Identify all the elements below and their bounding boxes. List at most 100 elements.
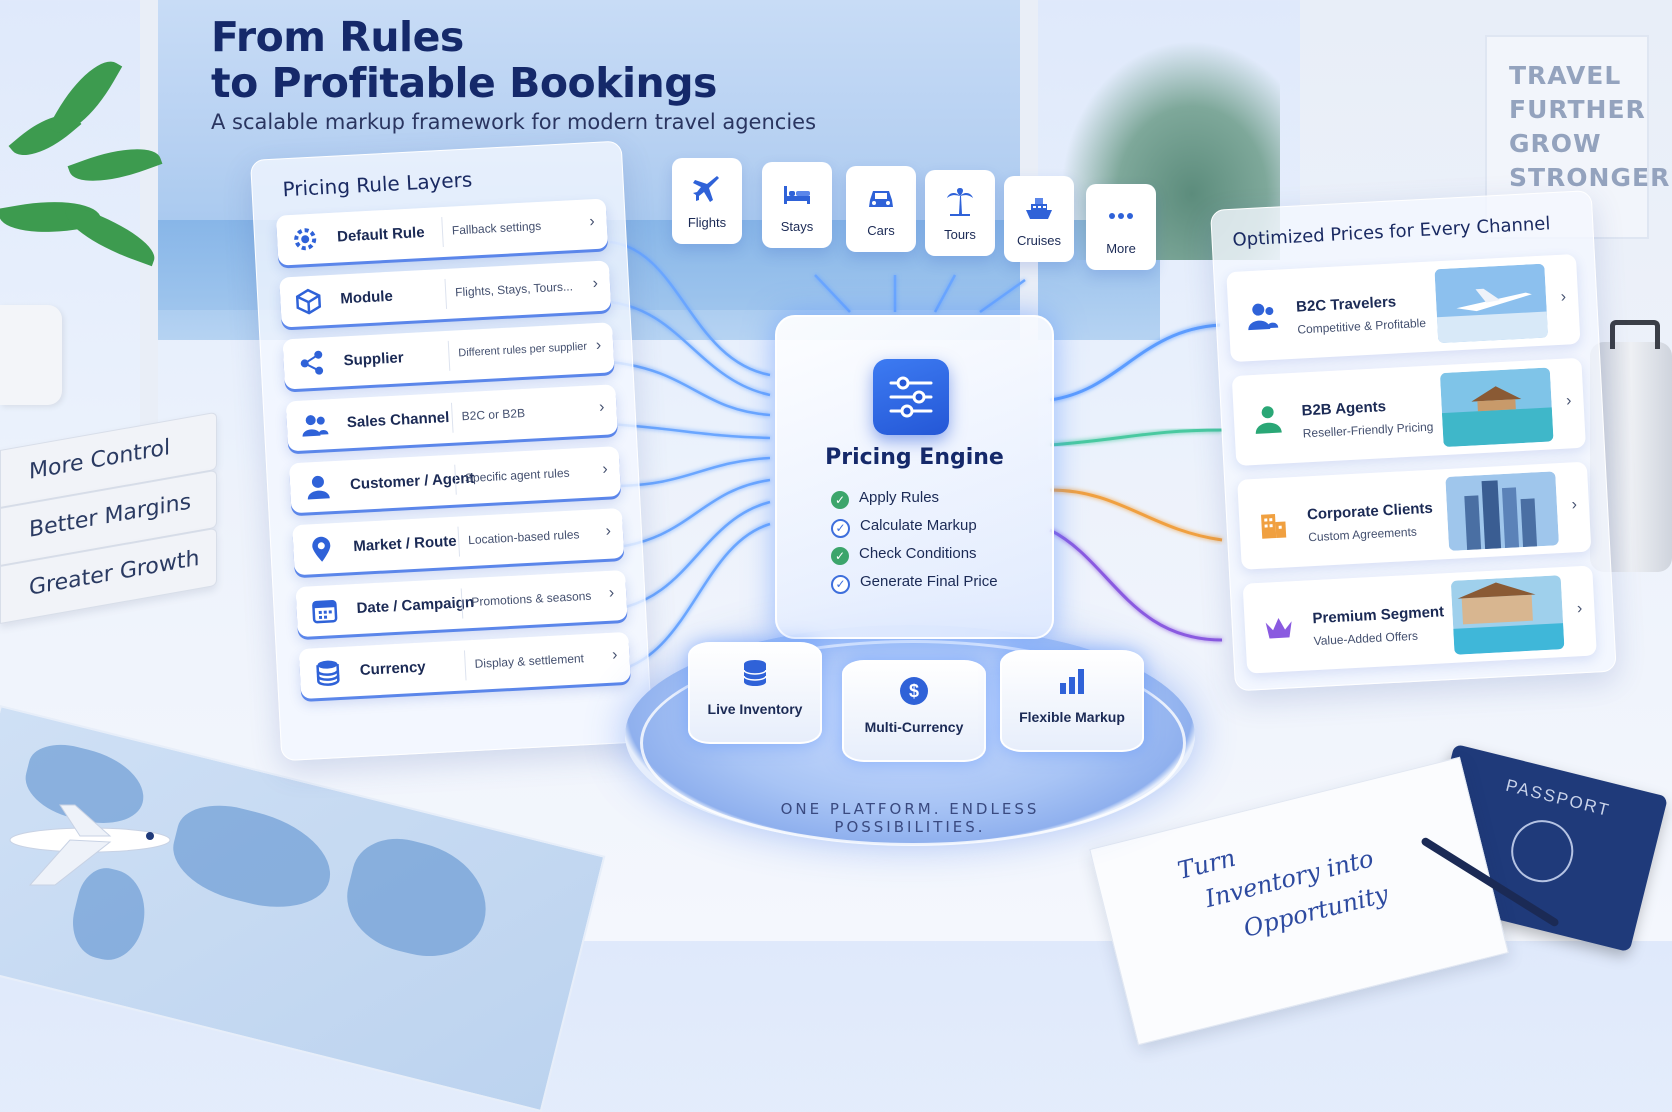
chevron-right-icon: › bbox=[1560, 288, 1567, 306]
bed-icon bbox=[784, 186, 810, 204]
rule-label: Date / Campaign bbox=[356, 593, 475, 618]
book-label: More Control bbox=[29, 435, 171, 485]
module-more[interactable]: More bbox=[1086, 184, 1156, 270]
map-pin-icon bbox=[312, 536, 331, 562]
passport-label: PASSPORT bbox=[1503, 775, 1613, 821]
rule-desc: Fallback settings bbox=[451, 218, 542, 238]
building-icon bbox=[1261, 514, 1287, 539]
chevron-right-icon: › bbox=[1576, 600, 1583, 618]
dollar-icon: $ bbox=[900, 677, 928, 705]
pricing-engine-card: Pricing Engine ✓ Apply Rules ✓ Calculate M… bbox=[775, 315, 1054, 639]
ship-icon bbox=[1026, 198, 1052, 219]
platform-tagline: ONE PLATFORM. ENDLESS POSSIBILITIES. bbox=[780, 800, 1040, 836]
chevron-right-icon: › bbox=[588, 213, 596, 231]
panel-heading: Pricing Rule Layers bbox=[281, 167, 473, 202]
users-icon bbox=[1255, 406, 1282, 434]
rule-supplier[interactable]: Supplier Different rules per supplier › bbox=[282, 322, 615, 390]
rule-date-campaign[interactable]: Date / Campaign Promotions & seasons › bbox=[295, 569, 628, 638]
window-frame bbox=[140, 0, 158, 460]
chevron-right-icon: › bbox=[605, 522, 612, 540]
engine-step: ✓Check Conditions bbox=[831, 545, 977, 565]
users-icon bbox=[302, 415, 329, 437]
rule-label: Module bbox=[339, 287, 394, 308]
module-label: Cars bbox=[867, 223, 895, 238]
module-tours[interactable]: Tours bbox=[925, 170, 995, 256]
crown-icon bbox=[1265, 617, 1292, 639]
module-label: Flights bbox=[687, 215, 727, 230]
rule-label: Market / Route bbox=[352, 532, 458, 556]
chevron-right-icon: › bbox=[611, 646, 618, 664]
step-label: Apply Rules bbox=[859, 489, 940, 506]
module-flights[interactable]: Flights bbox=[672, 158, 742, 244]
step-label: Calculate Markup bbox=[860, 517, 977, 534]
channel-desc: Competitive & Profitable bbox=[1297, 315, 1427, 337]
check-icon: ✓ bbox=[831, 519, 850, 538]
poster-line: TRAVEL bbox=[1509, 61, 1622, 90]
coins-icon bbox=[316, 660, 340, 686]
engine-title: Pricing Engine bbox=[825, 445, 1004, 470]
rule-customer-agent[interactable]: Customer / Agent Specific agent rules › bbox=[288, 446, 622, 514]
rule-default[interactable]: Default Rule Fallback settings › bbox=[275, 198, 609, 266]
channel-label: Corporate Clients bbox=[1306, 499, 1434, 524]
channel-label: Premium Segment bbox=[1312, 603, 1445, 628]
chevron-right-icon: › bbox=[608, 584, 615, 602]
channel-desc: Custom Agreements bbox=[1307, 524, 1418, 545]
rule-market-route[interactable]: Market / Route Location-based rules › bbox=[292, 508, 625, 576]
poster-line: GROW bbox=[1509, 129, 1602, 158]
module-cars[interactable]: Cars bbox=[846, 166, 916, 252]
user-icon bbox=[307, 475, 330, 500]
calendar-icon bbox=[312, 600, 338, 624]
title-line: From Rules bbox=[211, 13, 464, 61]
rule-currency[interactable]: Currency Display & settlement › bbox=[298, 631, 631, 700]
rule-desc: Display & settlement bbox=[474, 651, 585, 671]
airplane-icon bbox=[693, 176, 719, 202]
database-icon bbox=[743, 660, 767, 686]
sliders-icon bbox=[873, 359, 949, 435]
channel-label: B2B Agents bbox=[1301, 398, 1387, 420]
check-icon: ✓ bbox=[831, 547, 849, 565]
rule-label: Currency bbox=[359, 658, 427, 679]
channel-b2b[interactable]: B2B Agents Reseller-Friendly Pricing › bbox=[1231, 357, 1586, 466]
channel-desc: Reseller-Friendly Pricing bbox=[1302, 419, 1434, 441]
poster-line: FURTHER bbox=[1509, 95, 1646, 124]
feature-label: Flexible Markup bbox=[1019, 709, 1125, 725]
module-label: Stays bbox=[780, 219, 814, 234]
engine-step: ✓ Calculate Markup bbox=[831, 517, 977, 538]
chevron-right-icon: › bbox=[1571, 496, 1578, 514]
check-icon: ✓ bbox=[831, 575, 850, 594]
pricing-rule-layers-panel: Pricing Rule Layers Default Rule Fallbac… bbox=[250, 140, 653, 762]
page-subtitle: A scalable markup framework for modern t… bbox=[211, 110, 817, 134]
chevron-right-icon: › bbox=[601, 460, 609, 478]
module-label: More bbox=[1106, 241, 1136, 256]
feature-live-inventory: Live Inventory bbox=[688, 642, 822, 744]
svg-text:$: $ bbox=[909, 681, 919, 701]
check-icon: ✓ bbox=[831, 491, 849, 509]
rule-desc: Location-based rules bbox=[467, 527, 580, 548]
title-line: to Profitable Bookings bbox=[211, 59, 717, 107]
panel-heading: Optimized Prices for Every Channel bbox=[1232, 213, 1551, 251]
channel-premium[interactable]: Premium Segment Value-Added Offers › bbox=[1242, 565, 1597, 674]
module-label: Cruises bbox=[1016, 233, 1062, 248]
globe-icon bbox=[1504, 813, 1580, 889]
poster-line: STRONGER bbox=[1509, 163, 1671, 192]
feature-label: Live Inventory bbox=[707, 701, 803, 717]
engine-step: ✓ Apply Rules bbox=[831, 489, 939, 509]
car-icon bbox=[869, 191, 893, 207]
channel-corporate[interactable]: Corporate Clients Custom Agreements › bbox=[1237, 461, 1592, 570]
airplane-sky-image bbox=[1434, 263, 1549, 344]
channel-b2c[interactable]: B2C Travelers Competitive & Profitable › bbox=[1226, 253, 1581, 363]
rule-module[interactable]: Module Flights, Stays, Tours... › bbox=[279, 260, 612, 328]
rule-desc: Promotions & seasons bbox=[471, 588, 592, 610]
rule-sales-channel[interactable]: Sales Channel B2C or B2B › bbox=[285, 384, 618, 452]
users-icon bbox=[1248, 303, 1279, 331]
palm-tree-icon bbox=[947, 188, 973, 216]
feature-label: Multi-Currency bbox=[864, 719, 964, 735]
share-icon bbox=[300, 350, 324, 375]
gear-icon bbox=[294, 228, 317, 251]
module-label: Tours bbox=[944, 227, 976, 242]
module-cruises[interactable]: Cruises bbox=[1004, 176, 1074, 262]
step-label: Generate Final Price bbox=[860, 573, 998, 590]
chevron-right-icon: › bbox=[595, 336, 602, 355]
channels-panel: Optimized Prices for Every Channel B2C T… bbox=[1210, 190, 1617, 692]
module-stays[interactable]: Stays bbox=[762, 162, 832, 248]
